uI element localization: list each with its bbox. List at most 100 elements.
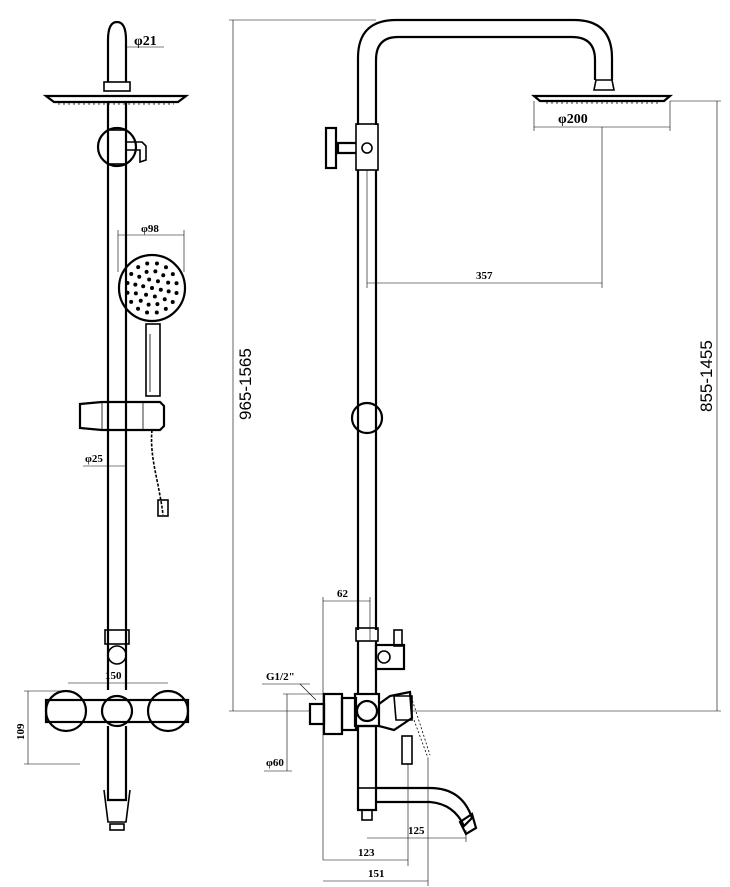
front-diverter-handle [126, 141, 147, 164]
nozzle-dot [170, 299, 175, 304]
nozzle-dot [144, 292, 149, 297]
side-rain-head [530, 94, 674, 103]
dim-62-label: 62 [337, 588, 349, 600]
dim-109-label: 109 [15, 723, 27, 740]
front-spout-tip [103, 789, 131, 823]
overall-height-dims: 965-1565 855-1455 [229, 19, 721, 712]
dim-151-label: 151 [368, 868, 385, 880]
dim-21-label: φ21 [134, 34, 157, 49]
side-arm-inner [374, 35, 597, 125]
side-inlet-escutcheon [340, 696, 358, 732]
nozzle-dot [145, 261, 150, 266]
dim-150-label: 150 [105, 670, 122, 682]
side-valve-lever-handle [393, 695, 413, 721]
front-hand-shower-nozzles [125, 261, 179, 315]
nozzle-dot [163, 306, 168, 311]
front-rain-head [42, 94, 190, 104]
nozzle-dot [152, 294, 157, 299]
nozzle-dot [166, 289, 171, 294]
dim-123-label: 123 [358, 847, 375, 859]
nozzle-dot [138, 298, 143, 303]
dim-98-label: φ98 [141, 223, 159, 235]
front-shower-arm [106, 20, 128, 82]
nozzle-dot [155, 279, 160, 284]
dim-60-label: φ60 [266, 757, 284, 769]
dim-855-1455-label: 855-1455 [697, 340, 716, 412]
nozzle-dot [129, 272, 134, 277]
nozzle-dot [125, 281, 130, 286]
front-diverter-body [107, 129, 127, 165]
front-lower-knob [107, 645, 127, 665]
dim-200-label: φ200 [558, 112, 588, 127]
front-hand-shower-head [117, 253, 187, 323]
nozzle-dot [146, 302, 151, 307]
nozzle-dot [162, 297, 167, 302]
dim-25-label: φ25 [85, 453, 103, 465]
nozzle-dot [136, 306, 141, 311]
side-view: φ200 357 62 G1/2" [262, 18, 674, 886]
nozzle-dot [129, 299, 134, 304]
side-spout [376, 786, 474, 828]
nozzle-dot [174, 281, 179, 286]
nozzle-dot [147, 277, 152, 282]
nozzle-dot [136, 265, 141, 270]
side-valve-bottom [361, 809, 373, 821]
front-left-escutcheon [44, 689, 88, 733]
side-valve-lever [378, 690, 414, 732]
nozzle-dot [125, 290, 130, 295]
side-arm-outer [356, 18, 614, 125]
side-lower-connector [355, 627, 379, 642]
side-valve-lower-body [356, 724, 378, 812]
nozzle-dot [150, 286, 154, 290]
front-arm-collar [103, 81, 131, 92]
front-spout-outlet [109, 823, 125, 831]
front-view: φ98 φ25 150 109 [15, 20, 190, 831]
nozzle-dot [141, 284, 146, 289]
nozzle-dot [163, 265, 168, 270]
nozzle-dot [133, 291, 138, 296]
side-slider-holder [350, 401, 384, 435]
dim-357-label: 357 [476, 270, 493, 282]
nozzle-dot [161, 273, 166, 278]
nozzle-dot [166, 280, 171, 285]
front-spout [106, 726, 128, 802]
nozzle-dot [174, 290, 179, 295]
dim-21: φ21 [126, 34, 164, 49]
nozzle-dot [154, 310, 159, 315]
nozzle-dot [170, 272, 175, 277]
dim-thread-leader-2 [299, 683, 317, 701]
front-valve-center [100, 694, 134, 728]
side-valve-lower-cap [357, 787, 377, 811]
dim-965-1565-label: 965-1565 [236, 348, 255, 420]
side-lever-swing-2 [413, 719, 429, 759]
side-spout-tip [458, 812, 478, 836]
nozzle-dot [155, 302, 160, 307]
nozzle-dot [144, 269, 149, 274]
side-lower-knob [377, 650, 391, 664]
side-lever-lower [401, 735, 413, 765]
side-diverter-body [355, 123, 379, 171]
nozzle-dot [137, 274, 142, 279]
front-hose-nut [157, 499, 169, 517]
front-valve-body [44, 698, 190, 724]
nozzle-dot [158, 287, 163, 292]
front-hose [150, 429, 164, 516]
front-right-escutcheon [146, 689, 190, 733]
dim-thread-label: G1/2" [266, 671, 295, 683]
nozzle-dot [145, 310, 150, 315]
nozzle-dot [133, 282, 138, 287]
side-inlet-pipe [308, 702, 326, 726]
front-hand-shower-handle [145, 323, 161, 397]
side-lever-swing-1 [409, 692, 431, 756]
nozzle-dot [154, 261, 159, 266]
side-valve-knob [355, 699, 379, 723]
front-diverter-ring [96, 126, 138, 168]
side-inlet-nut [322, 692, 344, 736]
side-diverter-handle [336, 141, 356, 155]
side-head-connector [593, 79, 615, 91]
front-lower-connector [104, 629, 130, 645]
side-lower-knob-handle [393, 629, 403, 647]
side-diverter-cap [324, 126, 338, 170]
dim-125-label: 125 [408, 825, 425, 837]
